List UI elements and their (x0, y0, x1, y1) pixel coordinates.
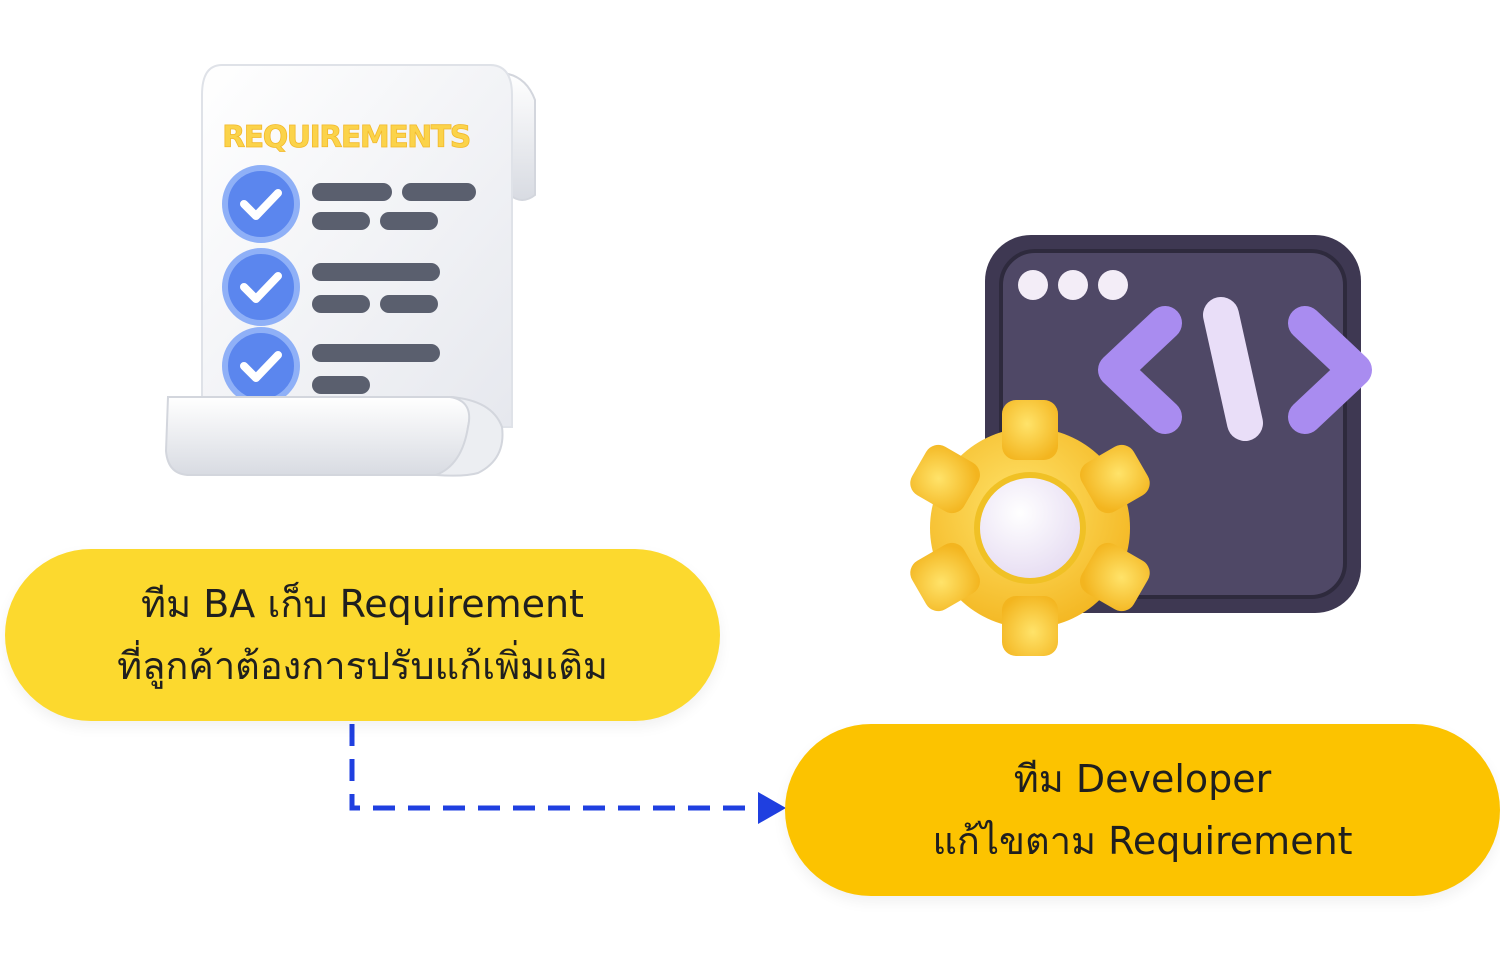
window-dot-icon (1018, 270, 1048, 300)
developer-step-line2: แก้ไขตาม Requirement (932, 819, 1353, 863)
check-circle-icon (222, 248, 300, 326)
code-symbol-icon (1098, 297, 1372, 441)
ba-step-node: ทีม BA เก็บ Requirement ที่ลูกค้าต้องการ… (5, 549, 720, 721)
checklist-item (222, 327, 440, 405)
arrowhead-icon (758, 792, 786, 824)
ba-step-line2: ที่ลูกค้าต้องการปรับแก้เพิ่มเติม (117, 644, 608, 688)
code-window-gear-icon (910, 235, 1372, 656)
window-dot-icon (1058, 270, 1088, 300)
checklist-item (222, 248, 440, 326)
developer-step-node: ทีม Developer แก้ไขตาม Requirement (785, 724, 1500, 896)
developer-step-line1: ทีม Developer (1013, 757, 1272, 801)
gear-icon (910, 400, 1150, 656)
requirements-heading: REQUIREMENTS (222, 120, 470, 155)
check-circle-icon (222, 165, 300, 243)
ba-step-line1: ทีม BA เก็บ Requirement (141, 582, 584, 626)
checklist-item (222, 165, 476, 243)
window-dot-icon (1098, 270, 1128, 300)
requirements-scroll-icon: REQUIREMENTS (164, 64, 536, 477)
